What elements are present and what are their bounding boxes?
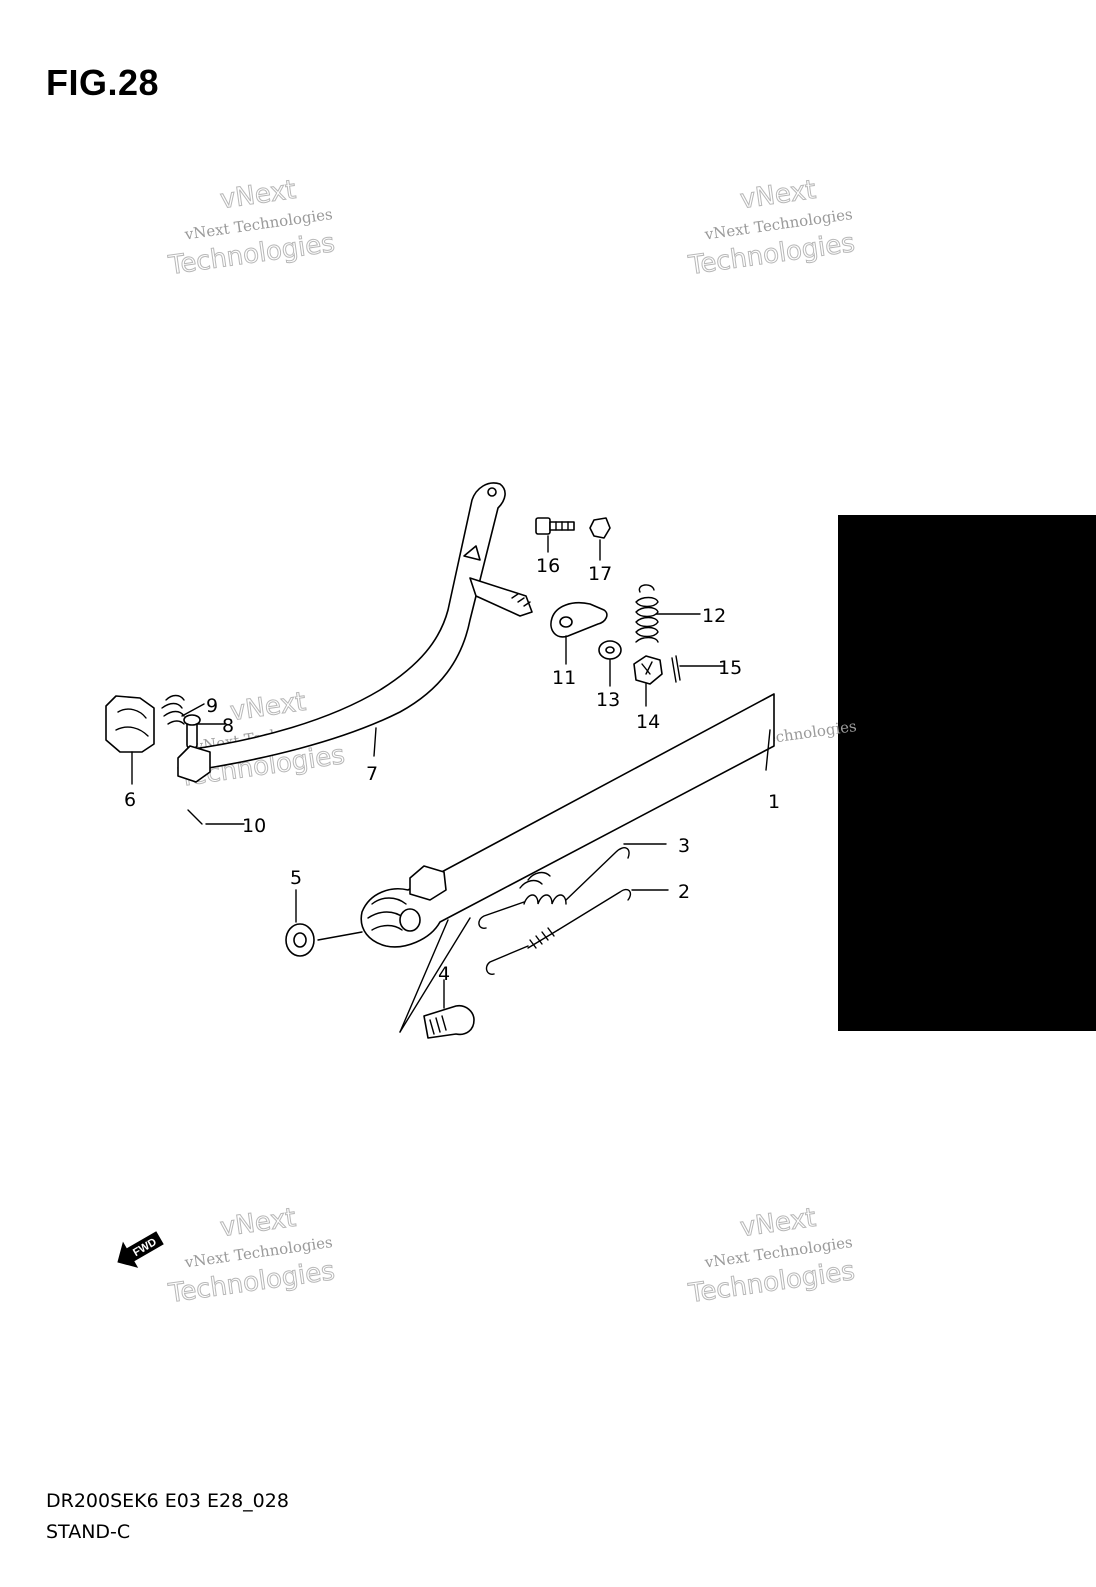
part-small-spring bbox=[161, 694, 185, 725]
watermark-line1: vNext bbox=[738, 175, 817, 215]
watermark-line1: vNext bbox=[228, 687, 307, 727]
section-name: STAND-C bbox=[46, 1521, 131, 1543]
part-bracket-arm bbox=[185, 482, 533, 771]
part-side-stand bbox=[360, 693, 775, 948]
part-pivot-bolt bbox=[423, 1004, 475, 1039]
callout-1: 1 bbox=[768, 791, 780, 813]
callout-16: 16 bbox=[536, 555, 560, 577]
part-stand-spring-lower bbox=[485, 888, 632, 975]
part-washer bbox=[598, 640, 622, 660]
callout-11: 11 bbox=[552, 667, 576, 689]
callout-13: 13 bbox=[596, 689, 620, 711]
watermark-top-left: vNext vNext Technologies Technologies bbox=[166, 174, 338, 281]
callout-12: 12 bbox=[702, 605, 726, 627]
callout-15: 15 bbox=[718, 657, 742, 679]
watermark-line1: vNext bbox=[218, 175, 297, 215]
part-bracket-block bbox=[105, 695, 155, 753]
part-plate bbox=[550, 602, 608, 638]
section-tab bbox=[838, 515, 1096, 1031]
callout-5: 5 bbox=[290, 867, 302, 889]
callout-8: 8 bbox=[222, 715, 234, 737]
callout-17: 17 bbox=[588, 563, 612, 585]
part-collar bbox=[285, 923, 315, 957]
watermark-line1: vNext bbox=[738, 1203, 817, 1243]
callout-3: 3 bbox=[678, 835, 690, 857]
callout-numbers: 1 2 3 4 5 6 7 8 9 10 11 12 13 14 15 16 1… bbox=[124, 555, 780, 985]
part-stand-spring-upper bbox=[478, 847, 630, 929]
part-bolt bbox=[535, 517, 575, 535]
callout-7: 7 bbox=[366, 763, 378, 785]
part-nut bbox=[589, 517, 611, 539]
watermark-line1: vNext bbox=[218, 1203, 297, 1243]
callout-9: 9 bbox=[206, 695, 218, 717]
part-coil-spring bbox=[635, 584, 659, 643]
watermark-top-right: vNext vNext Technologies Technologies bbox=[686, 174, 858, 281]
watermark-bottom-right: vNext vNext Technologies Technologies bbox=[686, 1202, 858, 1309]
fwd-direction-icon: FWD bbox=[117, 1231, 164, 1268]
part-cotter-pin bbox=[671, 655, 681, 683]
fwd-label: FWD bbox=[131, 1236, 159, 1259]
leader-lines bbox=[131, 535, 725, 1033]
part-castle-nut bbox=[633, 655, 663, 685]
watermark-bottom-left: vNext vNext Technologies Technologies bbox=[166, 1202, 338, 1309]
callout-10: 10 bbox=[242, 815, 266, 837]
model-code: DR200SEK6 E03 E28_028 bbox=[46, 1490, 289, 1512]
callout-14: 14 bbox=[636, 711, 660, 733]
callout-6: 6 bbox=[124, 789, 136, 811]
part-pin bbox=[183, 714, 201, 749]
figure-title: FIG.28 bbox=[46, 62, 160, 103]
callout-2: 2 bbox=[678, 881, 690, 903]
callout-4: 4 bbox=[438, 963, 450, 985]
part-block-end bbox=[177, 745, 211, 783]
